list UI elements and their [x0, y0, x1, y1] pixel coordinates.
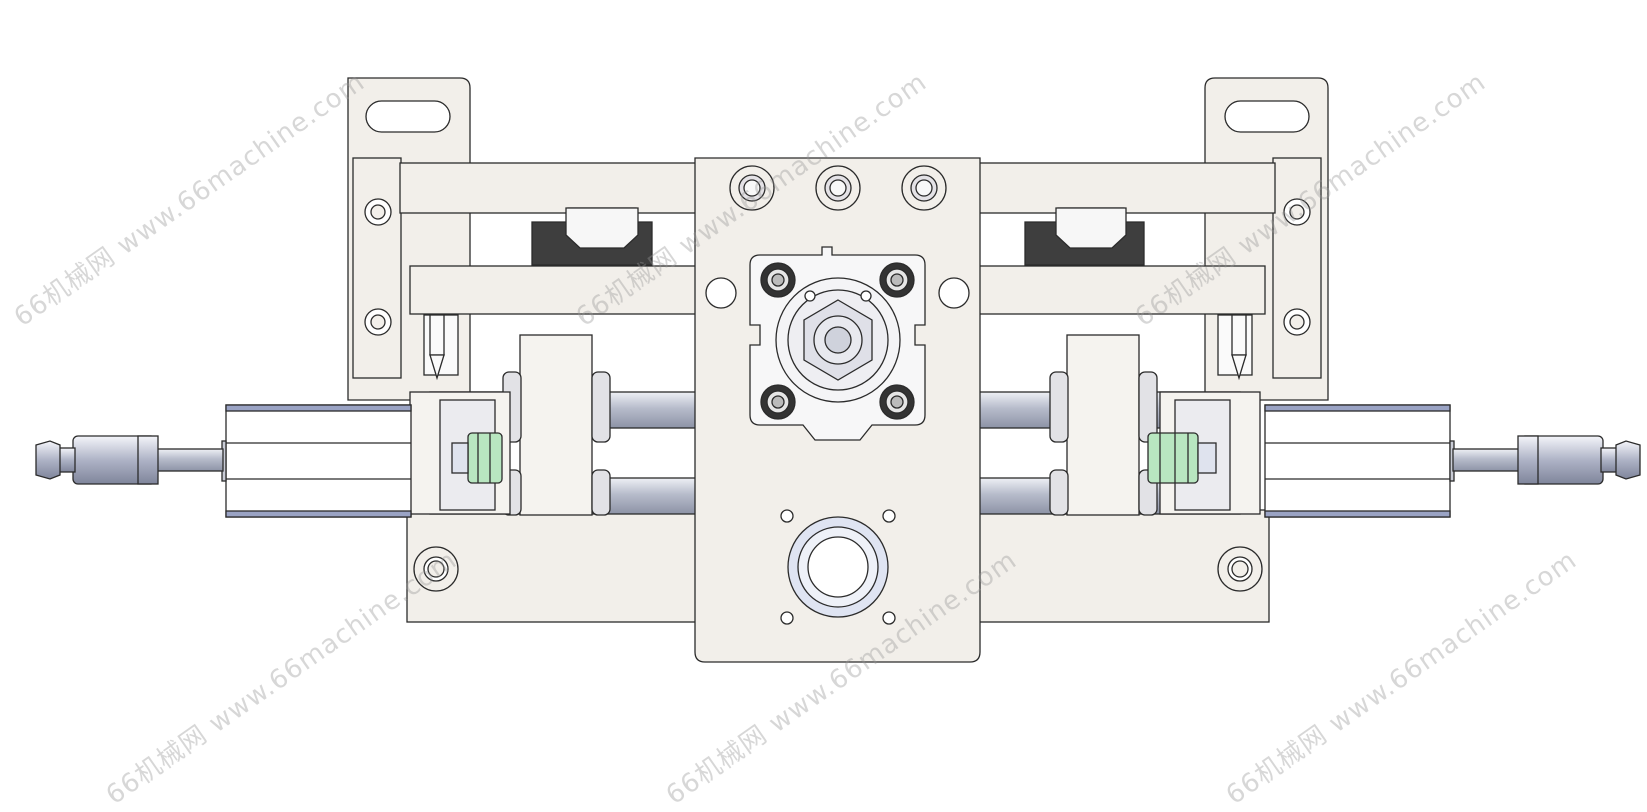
- top-bolt-holes: [729, 165, 947, 211]
- right-piston-rod: [1452, 448, 1524, 472]
- right-linear-rail-block: [1024, 207, 1145, 266]
- left-cylinder: [35, 404, 412, 518]
- left-piston-rod: [152, 448, 224, 472]
- right-spring-coupler: [1147, 432, 1217, 484]
- bolt-hole-icon: [938, 277, 970, 309]
- left-linear-rail-block: [531, 207, 653, 266]
- left-spring-coupler: [451, 432, 503, 484]
- left-guide-pin: [423, 314, 459, 381]
- bolt-hole-icon: [705, 277, 737, 309]
- slot-icon: [365, 100, 451, 133]
- cad-drawing-canvas: [35, 77, 1641, 663]
- center-cylinder-endcap: [749, 246, 926, 441]
- cylinder-icon: [225, 404, 412, 518]
- cylinder-icon: [1264, 404, 1451, 518]
- slot-icon: [1224, 100, 1310, 133]
- right-guide-pin: [1217, 314, 1253, 381]
- right-cylinder: [1264, 404, 1641, 518]
- bearing-icon: [780, 509, 896, 625]
- left-mounting-bracket: [347, 77, 471, 401]
- central-mounting-plate: [694, 157, 981, 663]
